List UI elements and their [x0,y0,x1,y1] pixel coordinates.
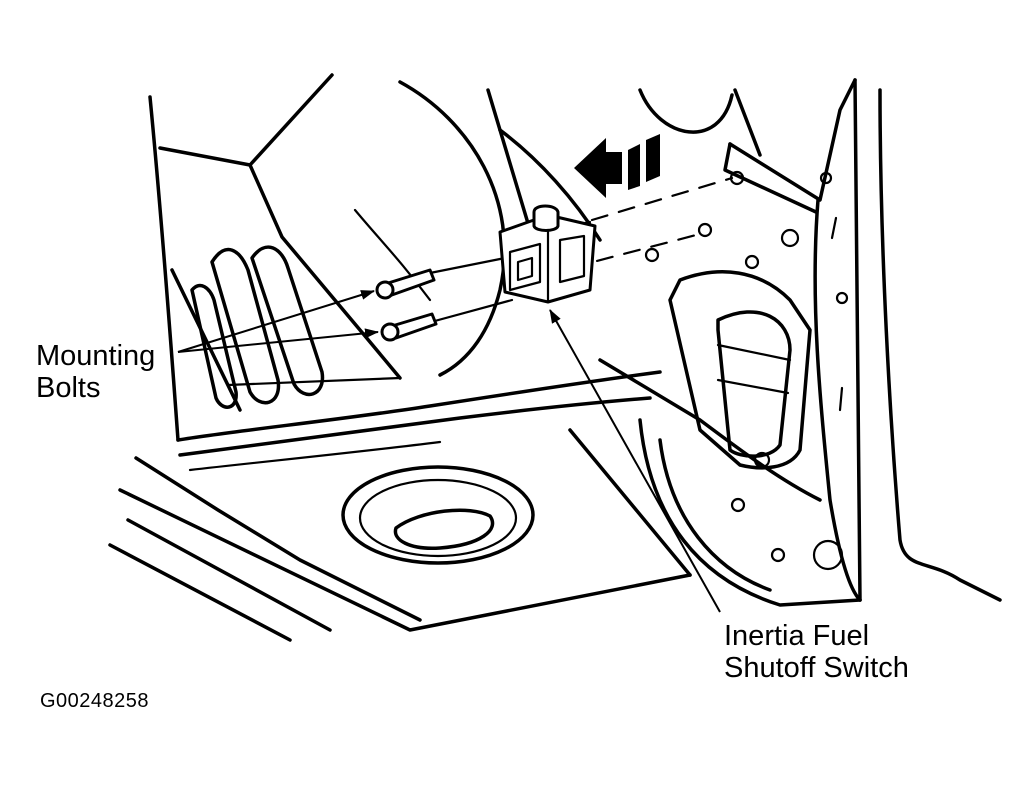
mounting-bolts-label: Mounting Bolts [36,340,155,405]
inertia-switch-label-line1: Inertia Fuel [724,620,870,652]
inertia-switch-label-line2: Shutoff Switch [724,652,909,685]
switch-leader [549,309,721,613]
door-pillar-panel [598,78,1002,607]
mounting-bolts-leaders [177,290,379,353]
mounting-bolt-lower [380,312,438,342]
figure-id: G00248258 [40,690,150,712]
kick-panel [148,73,662,472]
mounting-bolts-label-line2: Bolts [36,372,101,405]
forward-arrow-icon [574,134,660,198]
mounting-bolt-upper [375,268,436,300]
floor-pan [108,428,692,642]
inertia-switch-body [498,204,597,304]
upper-structure [486,88,762,242]
inertia-switch-label: Inertia Fuel Shutoff Switch [724,620,909,685]
mounting-bolts-label-line1: Mounting [36,340,156,372]
